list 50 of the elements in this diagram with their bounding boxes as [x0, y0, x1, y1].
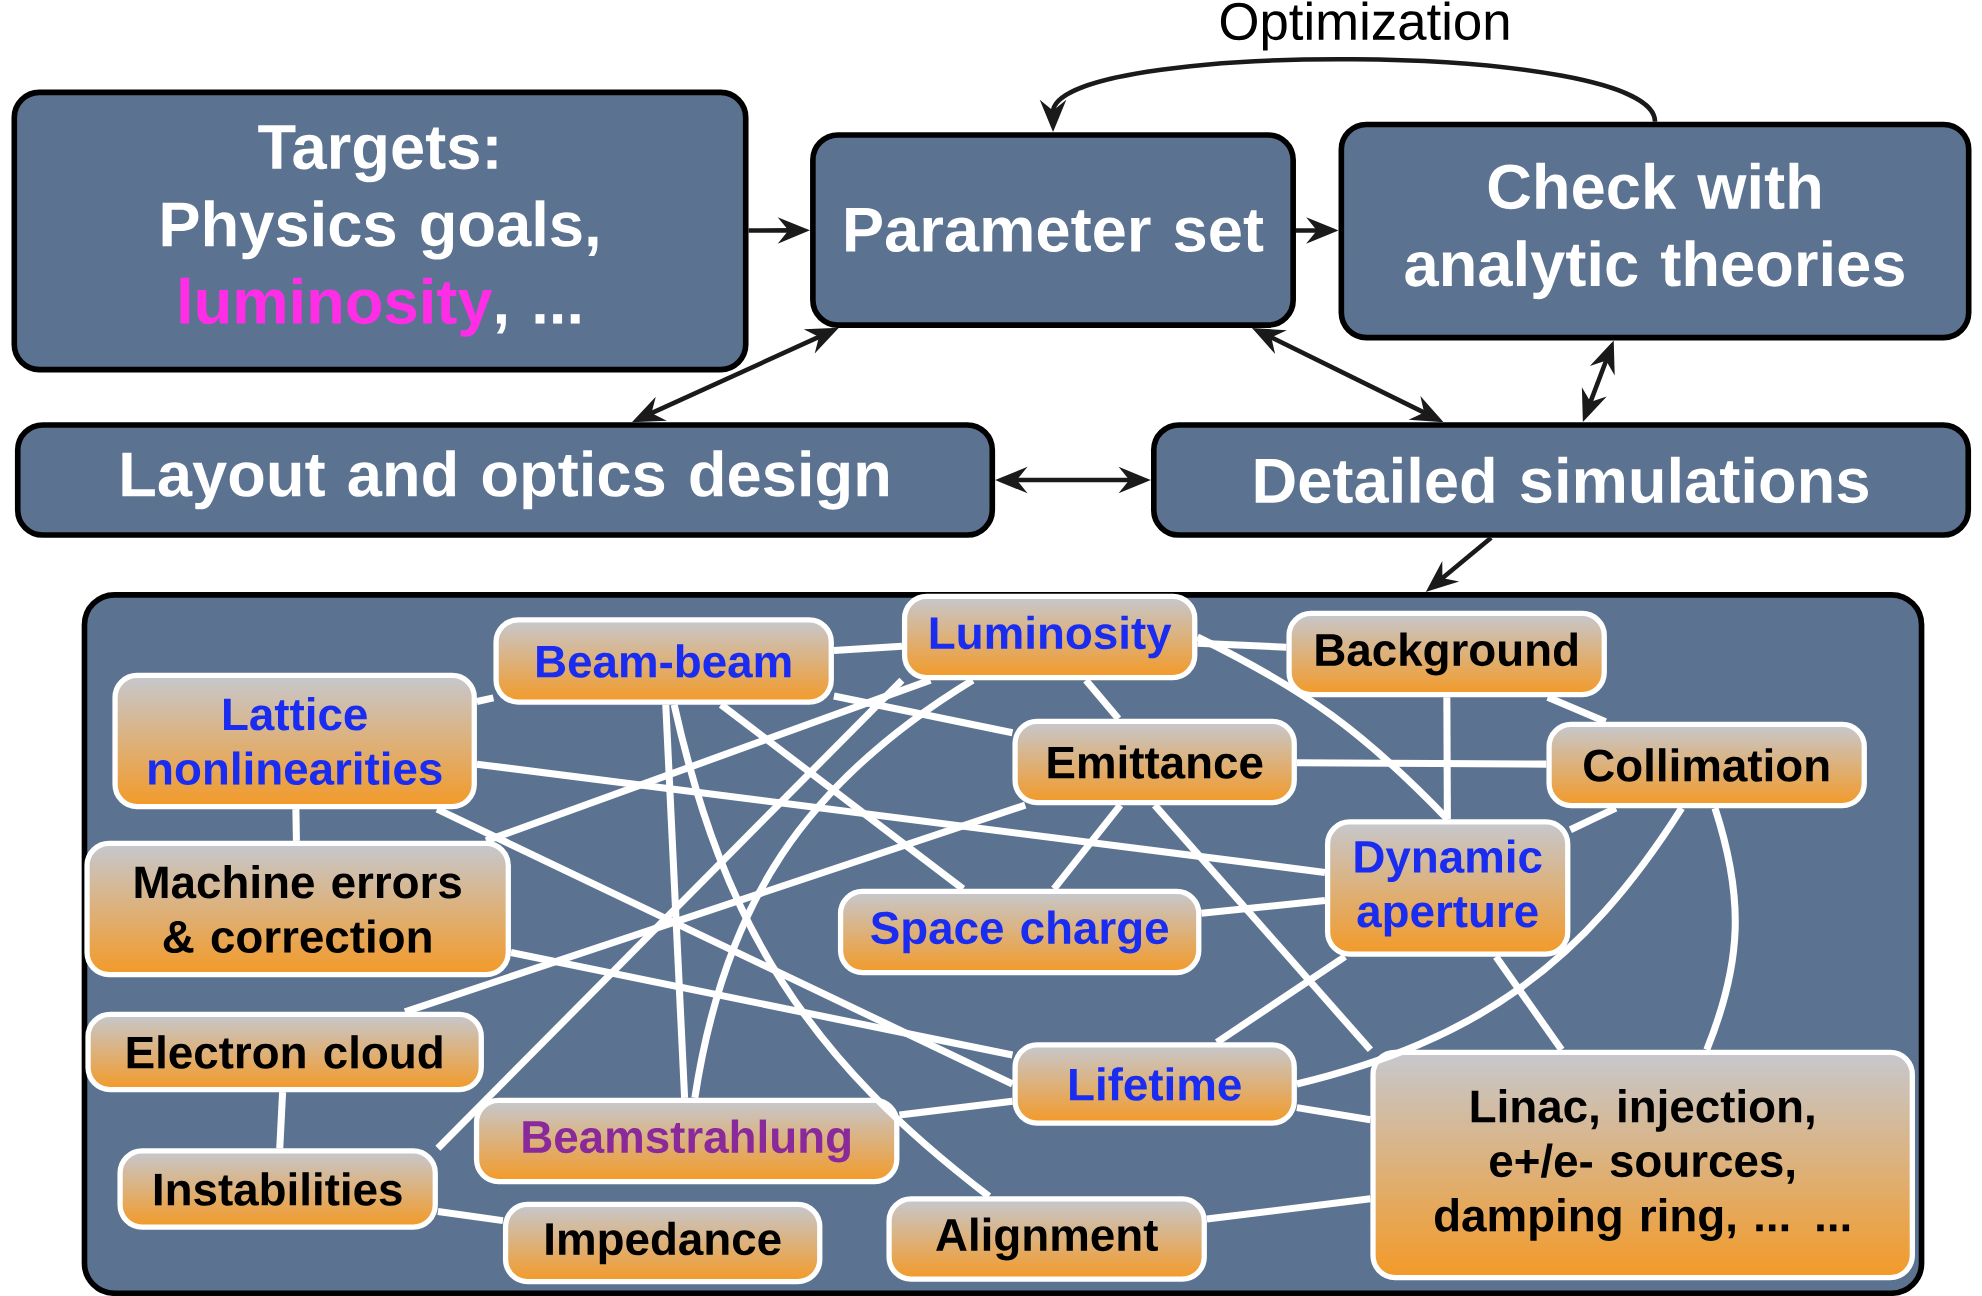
connector-line: [1195, 633, 1451, 822]
topic-box: Alignment: [886, 1196, 1207, 1282]
connector-line: [662, 704, 689, 1098]
connector-line: [1051, 802, 1124, 892]
process-box: Check with analytic theories: [1338, 121, 1972, 341]
connector-line: [1206, 1195, 1371, 1223]
connector-line: [1152, 802, 1373, 1053]
connector-line: [1568, 805, 1618, 833]
topic-box: Beamstrahlung: [473, 1097, 900, 1185]
process-box: Layout and optics design: [14, 422, 996, 538]
process-box: Targets: Physics goals, luminosity, ...: [11, 89, 749, 373]
topic-box: Lattice nonlinearities: [112, 672, 477, 810]
connector-line: [1295, 806, 1685, 1088]
connector-line: [833, 692, 1014, 737]
connector-line: [276, 1091, 287, 1149]
connector-line: [435, 677, 905, 1151]
connector-line: [718, 701, 966, 892]
topic-box: Impedance: [502, 1201, 823, 1285]
connector-line: [670, 703, 992, 1200]
connector-line: [1083, 677, 1122, 722]
topic-box: Electron cloud: [85, 1011, 484, 1093]
connector-line: [1296, 759, 1547, 768]
topic-box: Background: [1286, 610, 1607, 698]
connector-line: [476, 760, 1326, 876]
process-box: Parameter set: [810, 132, 1296, 328]
topic-box: Luminosity: [901, 593, 1198, 681]
connector-line: [1703, 807, 1739, 1052]
connector-line: [484, 676, 932, 845]
topic-box: Beam-beam: [493, 617, 834, 705]
connector-line: [1493, 954, 1565, 1052]
connector-line: [1197, 639, 1287, 651]
connector-line: [1214, 953, 1347, 1046]
connector-line: [1296, 1104, 1371, 1124]
topic-box: Machine errors & correction: [84, 840, 511, 978]
connector-line: [899, 1097, 1013, 1119]
connector-line: [437, 1208, 504, 1225]
process-box: Detailed simulations: [1150, 422, 1972, 538]
topic-box: Space charge: [837, 888, 1202, 976]
connector-line: [833, 642, 903, 654]
connector-line: [476, 694, 495, 705]
topic-box: Collimation: [1546, 721, 1867, 809]
topic-box: Linac, injection, e+/e- sources, damping ring, ... ...: [1370, 1049, 1915, 1281]
connector-line: [435, 806, 1014, 1088]
edge-label: Optimization: [1214, 0, 1516, 55]
topic-box: Instabilities: [117, 1148, 438, 1230]
topic-box: Dynamic aperture: [1324, 819, 1571, 957]
topic-box: Emittance: [1012, 718, 1297, 806]
topic-box: Lifetime: [1012, 1042, 1297, 1126]
connector-line: [691, 677, 975, 1099]
connector-line: [510, 949, 1014, 1059]
